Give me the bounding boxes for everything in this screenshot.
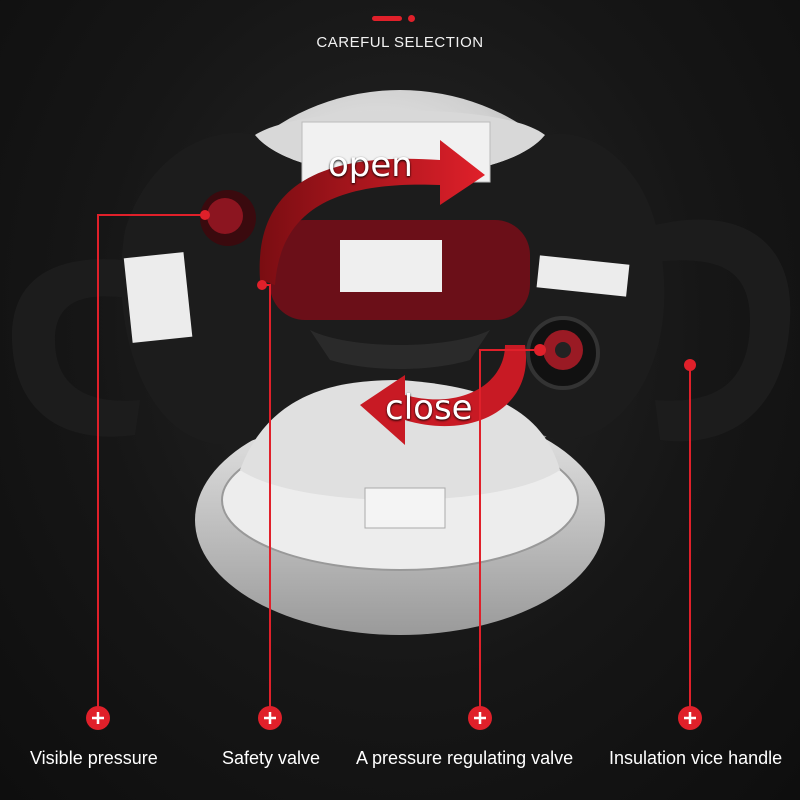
spec-sticker — [364, 487, 446, 529]
left-handle — [11, 259, 140, 437]
callout-label-safety-valve: Safety valve — [222, 748, 321, 768]
plus-marker-regulating — [468, 706, 492, 730]
page-title: CAREFUL SELECTION — [316, 34, 484, 51]
plus-markers — [86, 706, 702, 730]
left-sticker — [123, 252, 193, 343]
lock-button — [310, 330, 490, 369]
plus-marker-safety — [258, 706, 282, 730]
plus-marker-pressure — [86, 706, 110, 730]
right-sticker — [536, 255, 630, 297]
open-arrow — [259, 140, 485, 285]
callout-label-handle: Insulation vice handle — [609, 748, 783, 768]
accent-bar — [372, 16, 402, 21]
callout-label-regulating-valve: A pressure regulating valve — [356, 748, 574, 768]
plus-marker-handle — [678, 706, 702, 730]
close-arrow-label: close — [385, 388, 473, 428]
callout-line-regulating — [479, 349, 540, 712]
instruction-sticker — [340, 240, 442, 292]
open-arrow-label: open — [328, 145, 413, 185]
accent-dot — [408, 15, 415, 22]
callout-dots — [200, 210, 696, 371]
close-arrow — [360, 345, 527, 445]
callout-line-pressure — [97, 214, 205, 712]
right-handle — [655, 219, 791, 442]
callout-label-visible-pressure: Visible pressure — [30, 748, 158, 768]
